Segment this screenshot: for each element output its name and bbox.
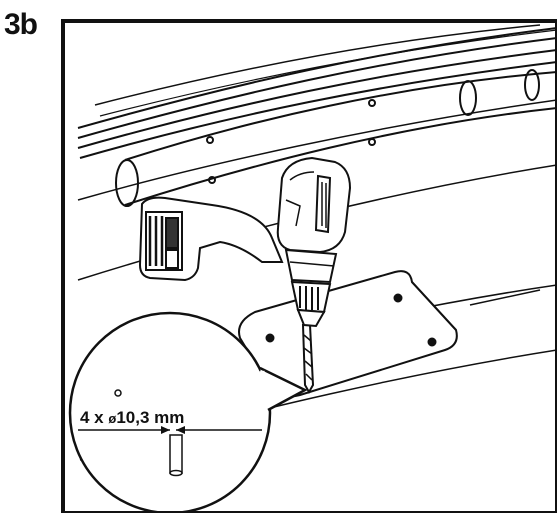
svg-text:4 x ø10,3 mm: 4 x ø10,3 mm — [80, 408, 184, 427]
illustration-frame — [61, 19, 557, 513]
step-label: 3b — [4, 8, 38, 41]
hole-diameter: 10,3 mm — [116, 408, 184, 427]
cordless-drill-icon — [138, 156, 352, 328]
roof-bar-icon — [77, 24, 557, 461]
drill-bit-icon — [301, 324, 315, 395]
mounting-bracket-icon — [238, 270, 458, 398]
diameter-symbol: ø — [108, 411, 116, 426]
hole-size-callout: 4 x ø10,3 mm — [68, 311, 308, 511]
hole-count: 4 x — [80, 408, 108, 427]
